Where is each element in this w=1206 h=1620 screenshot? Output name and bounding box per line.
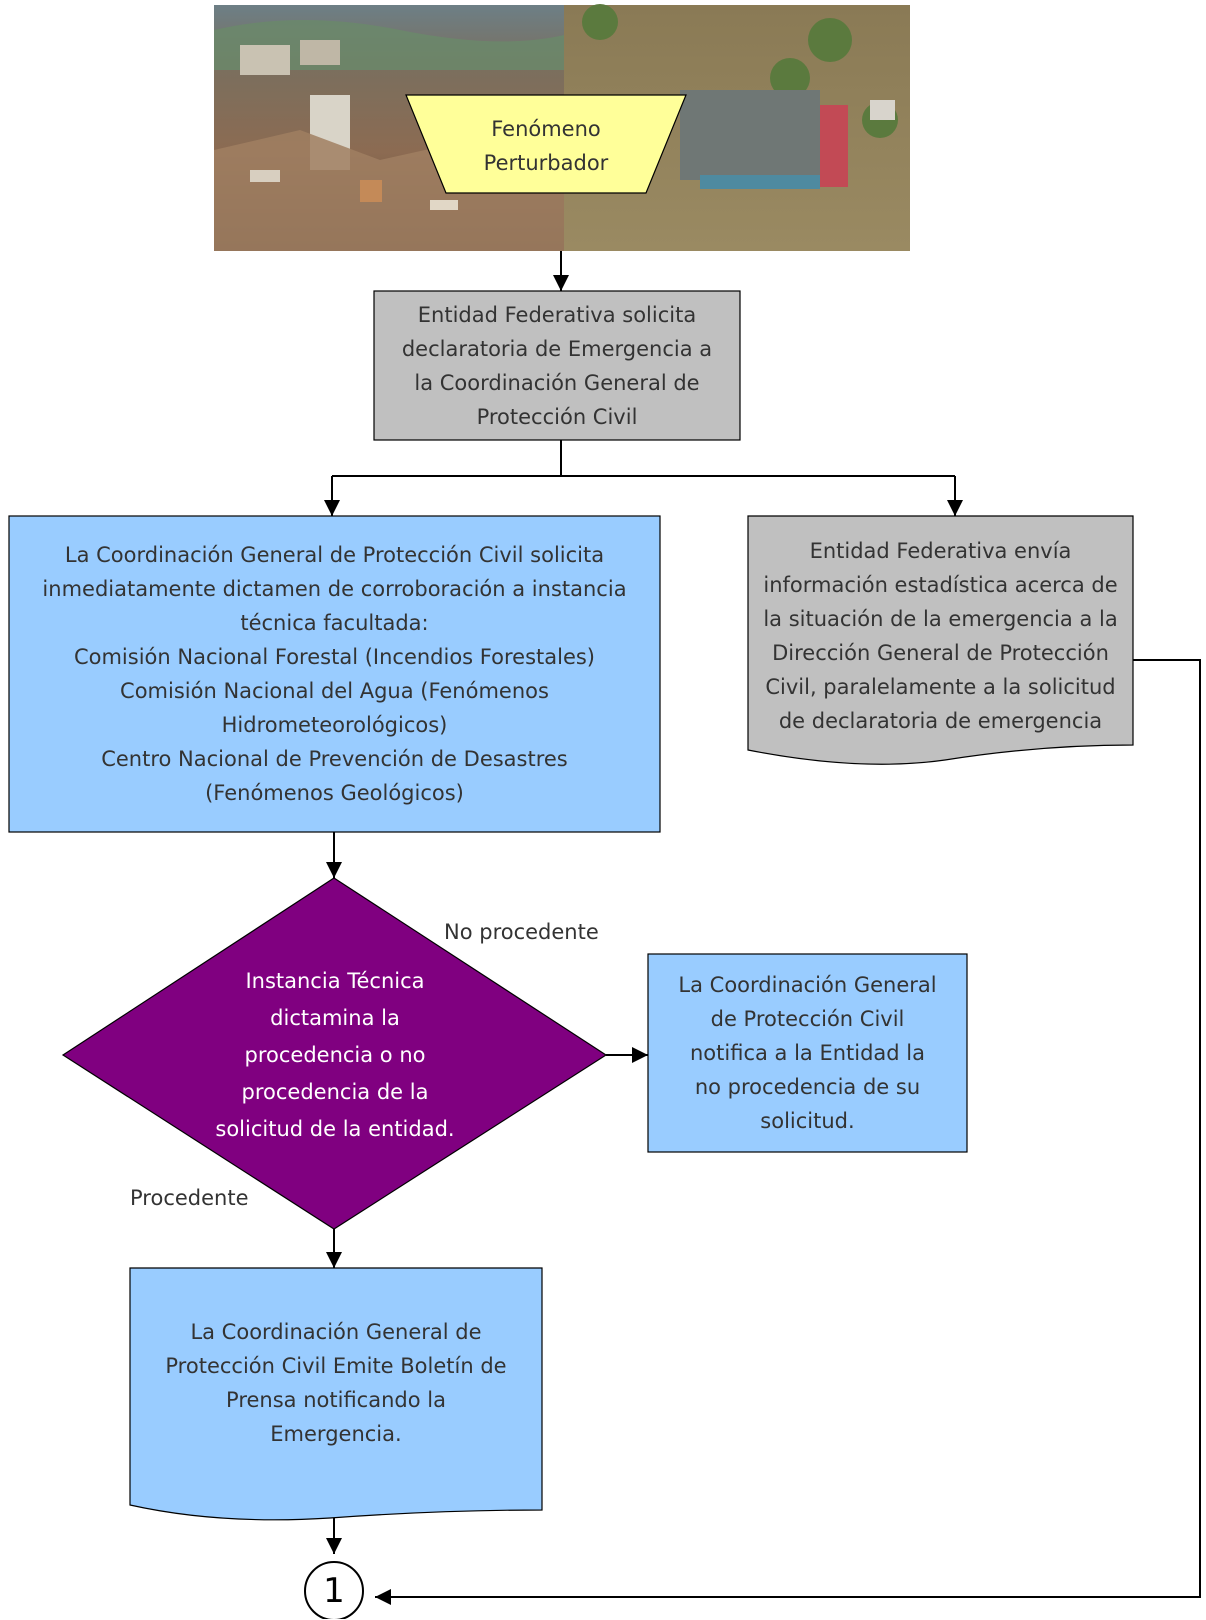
connector-circle [304,1561,364,1619]
notify-label: La Coordinación General de Protección Ci… [678,973,937,1133]
stats-to-connector [375,659,1201,1605]
stats-box-shape [747,515,1134,765]
dictamen-box-shape [8,515,661,833]
procedente-label: Procedente [130,1186,249,1210]
connectors [324,251,1201,1605]
start-label: Fenómeno Perturbador [483,117,609,175]
connector-label: 1 [323,1571,345,1611]
no-procedente-label: No procedente [444,920,599,944]
bulletin-box-shape [129,1267,543,1521]
flood-rooftop-photo [564,4,910,251]
start-shape [405,94,687,194]
request-label: Entidad Federativa solicita declaratoria… [401,302,713,429]
decision-label: Instancia Técnica dictamina la procedenc… [215,968,455,1141]
decision-diamond [61,877,608,1230]
dictamen-label: La Coordinación General de Protección Ci… [42,543,627,805]
bulletin-label: La Coordinación General de Protección Ci… [165,1320,507,1446]
notify-box-shape [647,953,968,1153]
request-box-shape [373,290,741,441]
stats-label: Entidad Federativa envía información est… [763,539,1118,733]
